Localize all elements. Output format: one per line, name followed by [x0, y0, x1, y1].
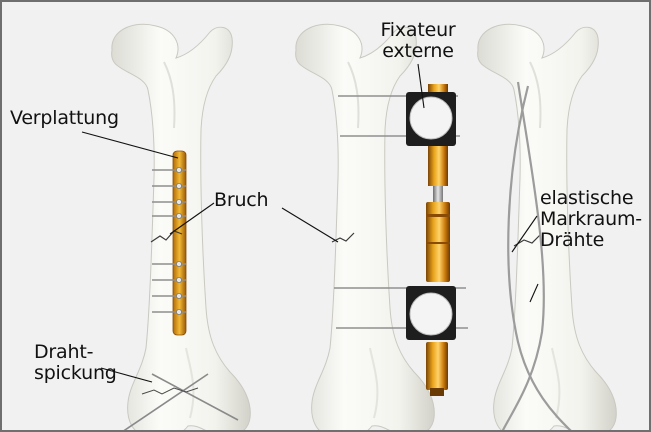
label-elastic-nails: elastische Markraum- Drähte — [540, 188, 642, 251]
label-elastic-line2: Markraum- — [540, 209, 642, 230]
femur-external-fixator — [296, 24, 468, 432]
femur-plating — [112, 24, 251, 432]
label-plating: Verplattung — [10, 108, 119, 129]
label-fixator-line1: Fixateur — [374, 20, 462, 41]
label-wiring-line2: spickung — [34, 363, 117, 384]
label-fracture: Bruch — [214, 190, 268, 211]
fixator-clamp-upper — [406, 92, 456, 146]
label-fixator: Fixateur externe — [374, 20, 462, 62]
fixator-clamp-lower — [406, 286, 456, 340]
bone-plate — [173, 151, 186, 335]
label-wiring-line1: Draht- — [34, 342, 117, 363]
label-fixator-line2: externe — [374, 41, 462, 62]
label-elastic-line3: Drähte — [540, 230, 642, 251]
label-elastic-line1: elastische — [540, 188, 642, 209]
label-wiring: Draht- spickung — [34, 342, 117, 384]
